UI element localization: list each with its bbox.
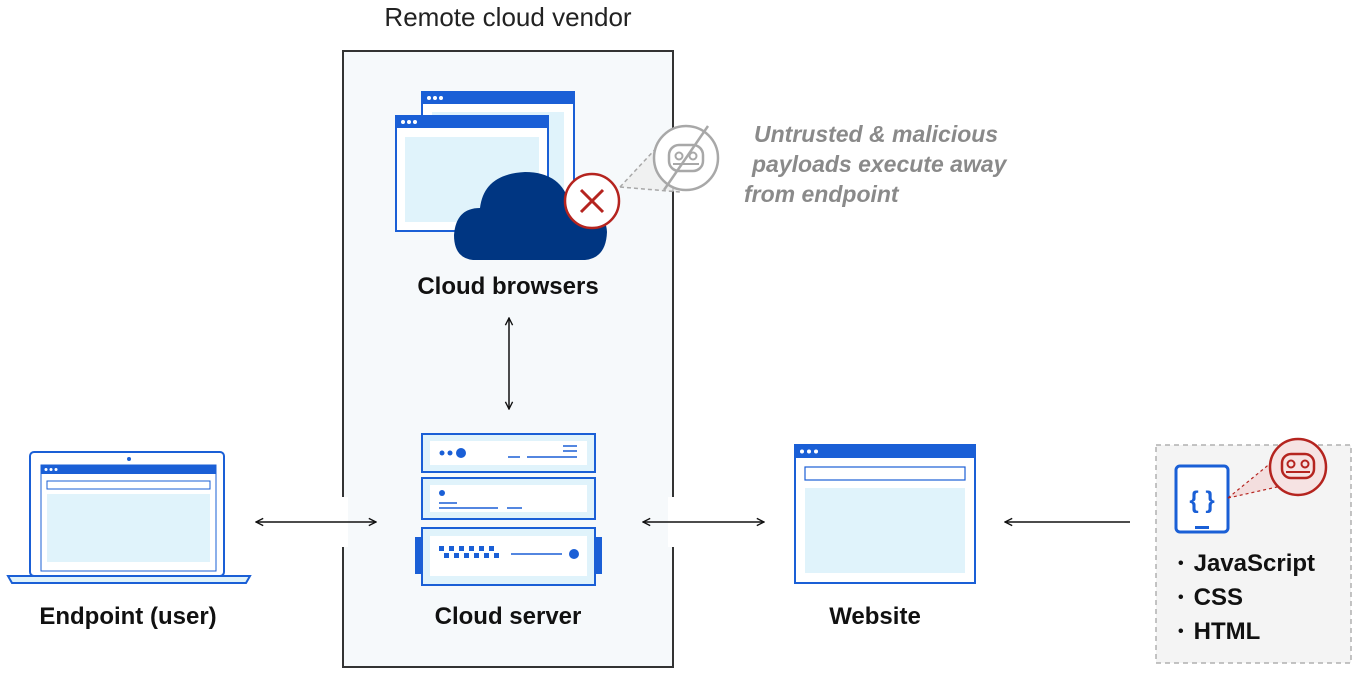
endpoint-label: Endpoint (user)	[39, 603, 217, 630]
malware-mask-icon	[652, 124, 720, 192]
annotation-line: Untrusted & malicious	[754, 121, 999, 147]
code-source-list: JavaScript CSS HTML	[1178, 548, 1315, 650]
code-braces-glyph: { }	[1189, 487, 1214, 514]
server-rack-icon	[415, 433, 602, 586]
cloud-browsers-label: Cloud browsers	[417, 273, 599, 300]
vendor-box-title: Remote cloud vendor	[384, 2, 632, 32]
x-mark-icon	[563, 172, 621, 230]
malware-mask-icon	[1268, 437, 1328, 497]
annotation-line: from endpoint	[744, 181, 899, 207]
threat-annotation: Untrusted & malicious payloads execute a…	[744, 119, 1006, 209]
browser-window-icon	[794, 444, 976, 584]
code-braces-icon: { }	[1174, 464, 1230, 534]
laptop-icon	[6, 451, 252, 584]
cloud-server-label: Cloud server	[434, 603, 582, 630]
website-label: Website	[829, 603, 921, 630]
list-item: CSS	[1178, 582, 1315, 616]
list-item: HTML	[1178, 616, 1315, 650]
cloud-icon	[454, 172, 607, 260]
list-item: JavaScript	[1178, 548, 1315, 582]
annotation-line: payloads execute away	[752, 151, 1007, 177]
